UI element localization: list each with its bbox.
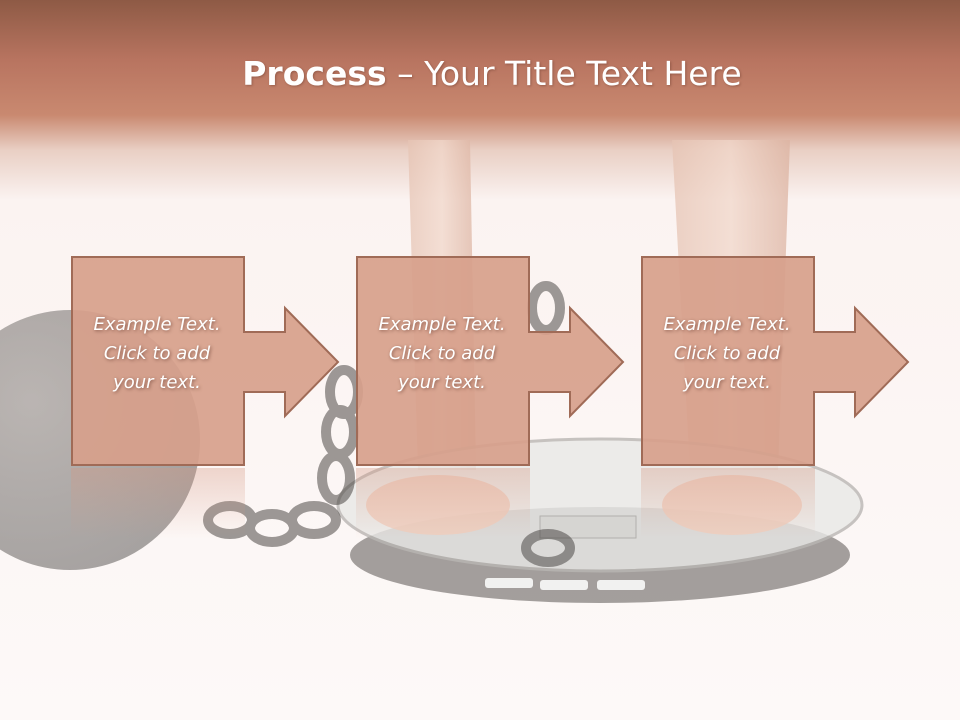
chain [203, 281, 575, 567]
process-step-3[interactable]: Example Text. Click to add your text. [641, 256, 911, 468]
right-foot [662, 475, 802, 535]
scale-display [539, 515, 637, 539]
title-light: Your Title Text Here [424, 54, 742, 93]
title-separator: – [386, 54, 425, 93]
process-arrow-shape [356, 256, 625, 466]
scale-button [540, 580, 588, 590]
scale-glass [336, 437, 864, 573]
box-reflection [71, 468, 245, 538]
process-step-1[interactable]: Example Text. Click to add your text. [71, 256, 341, 468]
process-step-2[interactable]: Example Text. Click to add your text. [356, 256, 626, 468]
slide-title[interactable]: Process – Your Title Text Here [0, 52, 960, 96]
step-text[interactable]: Example Text. Click to add your text. [663, 314, 791, 393]
process-arrow-shape [641, 256, 910, 466]
scale-button [485, 578, 533, 588]
left-foot [366, 475, 510, 535]
box-reflection [356, 468, 530, 538]
box-reflection [641, 468, 815, 538]
process-arrow-shape [71, 256, 340, 466]
scale-button [597, 580, 645, 590]
step-text[interactable]: Example Text. Click to add your text. [378, 314, 506, 393]
step-text[interactable]: Example Text. Click to add your text. [93, 314, 221, 393]
title-strong: Process [242, 54, 387, 93]
